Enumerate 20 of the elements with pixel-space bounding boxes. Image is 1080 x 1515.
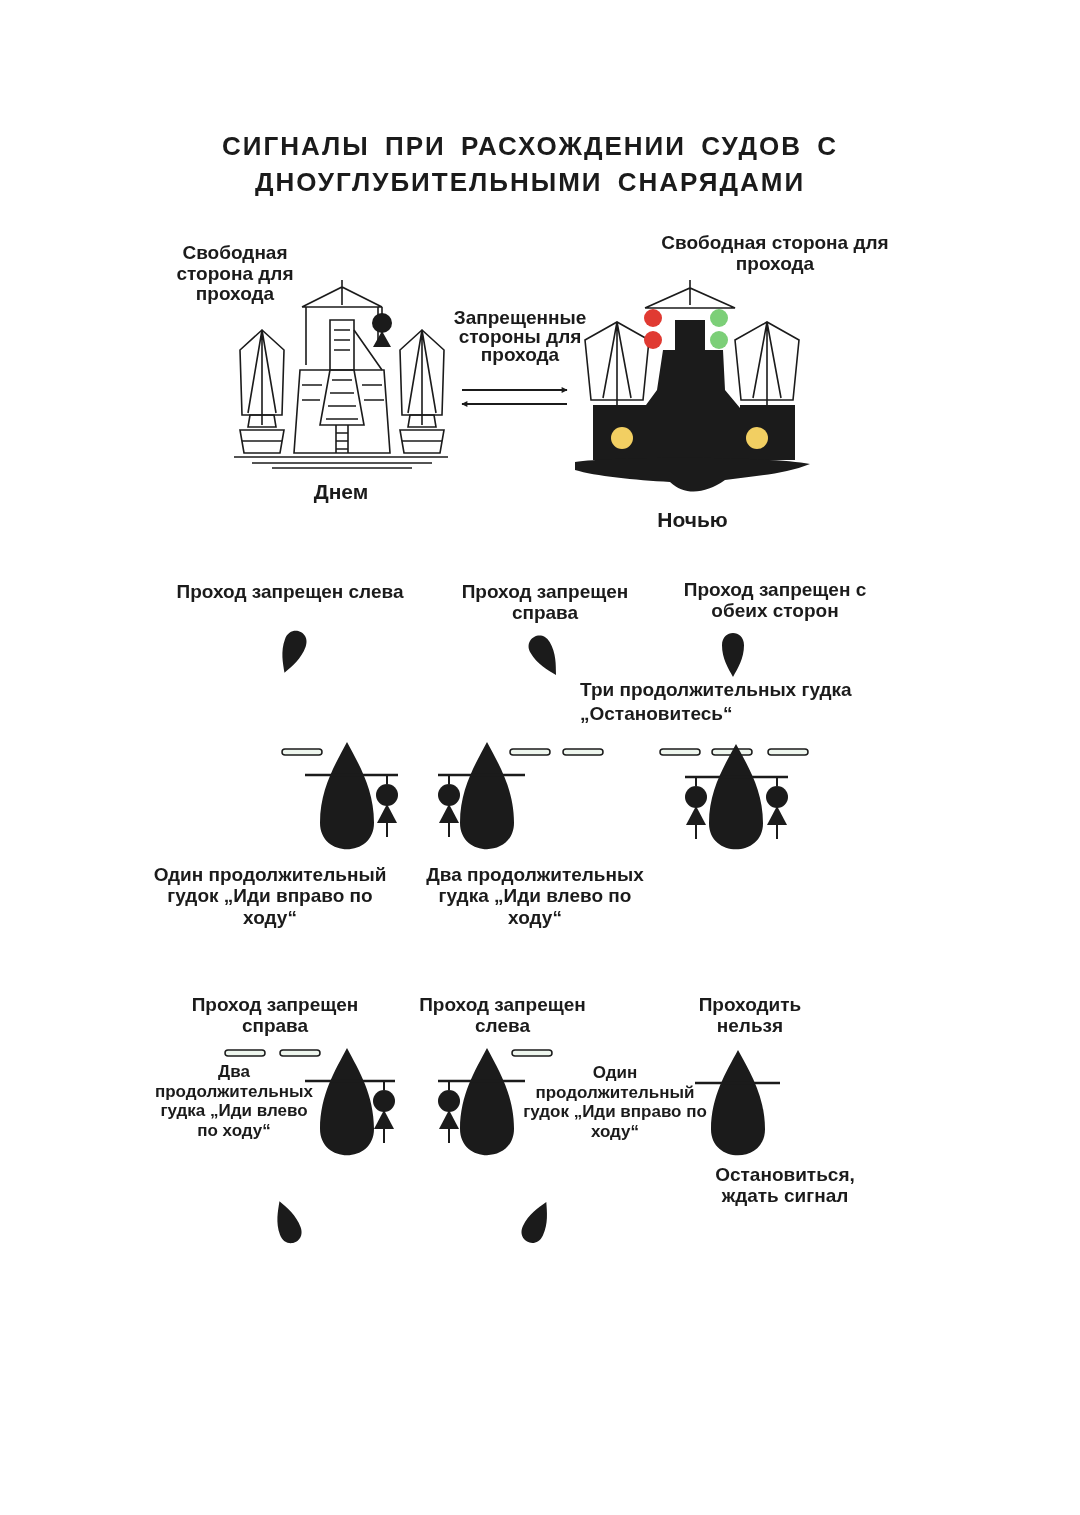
signal-caption: Проход запрещен справа xyxy=(460,582,630,624)
signal-caption: Два продолжительных гудка „Иди влево по ходу“ xyxy=(153,1062,315,1141)
signal-caption: Один продолжительный гудок „Иди вправо по ходу“ xyxy=(152,864,388,928)
signal-caption: Проход запрещен слева xyxy=(418,995,587,1037)
signal-caption: Проход запрещен слева xyxy=(175,582,405,603)
signal-caption: Один продолжительный гудок „Иди вправо по ходу“ xyxy=(522,1063,708,1142)
signal-caption: Свободная сторона для прохода xyxy=(660,233,890,275)
signal-caption: Два продолжительных гудка „Иди влево по ходу“ xyxy=(425,864,645,928)
picture-caption: Днем xyxy=(312,480,370,504)
arrow xyxy=(461,387,568,393)
arrow xyxy=(461,401,568,407)
signal-caption: Проход запрещен справа xyxy=(190,995,360,1037)
signal-caption: Запрещенные стороны для прохода xyxy=(452,309,588,365)
signal-caption: Проход запрещен с обеих сторон xyxy=(682,580,868,622)
signal-caption: Проходить нельзя xyxy=(697,995,803,1037)
signal-caption: Три продолжительных гудка „Остановитесь“ xyxy=(580,678,853,726)
signal-caption: Остановиться, ждать сигнал xyxy=(714,1165,856,1207)
picture-caption: Ночью xyxy=(656,508,729,532)
signal-caption: Свободная сторона для прохода xyxy=(175,243,295,305)
diagram-title: СИГНАЛЫ ПРИ РАСХОЖДЕНИИ СУДОВ С ДНОУГЛУБИТЕЛЬНЫМИ СНАРЯДАМИ xyxy=(221,130,839,199)
